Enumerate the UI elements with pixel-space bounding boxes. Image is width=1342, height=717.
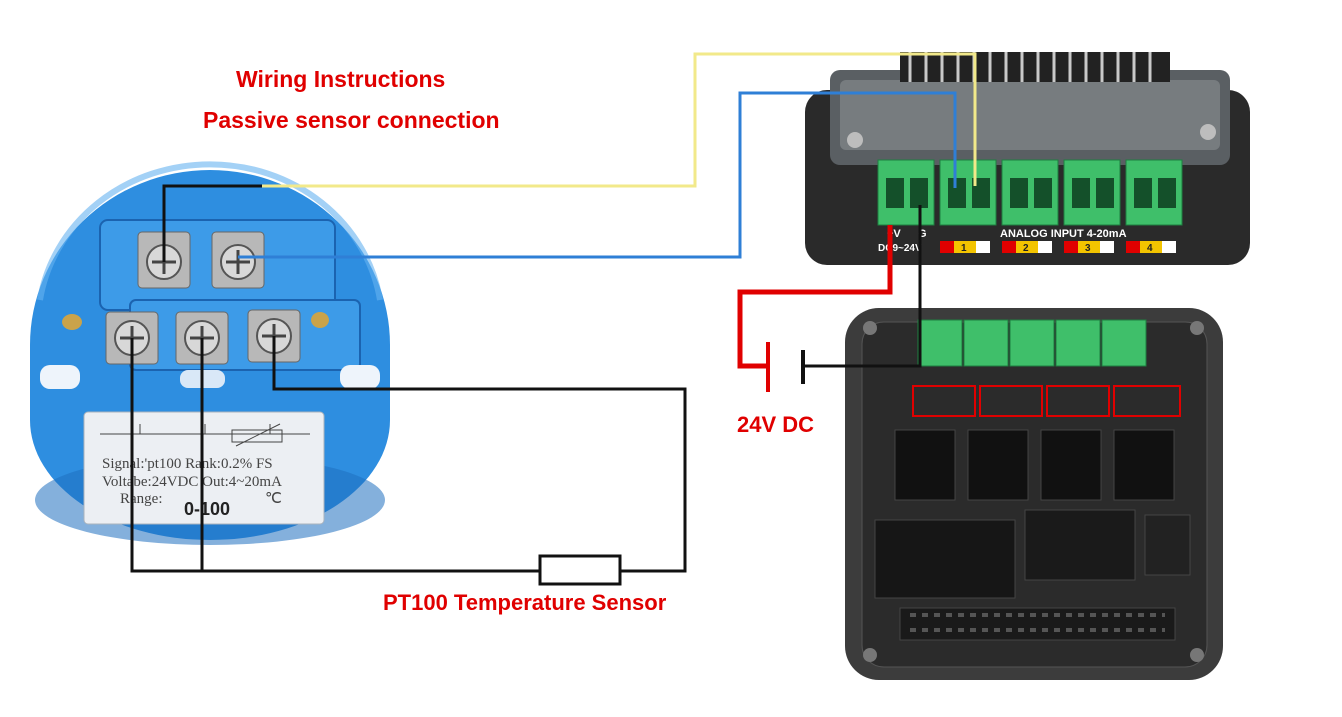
analog-input-module: +V G ANALOG INPUT 4-20mA DC9~24V 1 2 3 4 xyxy=(805,52,1250,265)
yellow-wire xyxy=(260,52,977,188)
temperature-transmitter: Signal:'pt100 Rank:0.2% FS Voltabe:24VDC… xyxy=(30,161,390,545)
controller-board xyxy=(845,308,1223,680)
sensor-wire-left xyxy=(130,338,540,573)
black-wire-gnd xyxy=(803,205,922,368)
pt100-resistor xyxy=(538,554,622,586)
channel-terminal-block-4 xyxy=(1125,159,1183,226)
channel-2-label: 2 xyxy=(1023,243,1029,254)
analog-input-label: ANALOG INPUT 4-20mA xyxy=(1000,228,1127,240)
channel-terminal-block-3 xyxy=(1063,159,1121,226)
terminal-screw-minus xyxy=(211,231,265,289)
channel-terminal-block-1 xyxy=(939,159,997,226)
black-wire-plus xyxy=(162,184,262,262)
header-pins xyxy=(900,52,1170,82)
channel-4-label: 4 xyxy=(1147,243,1153,254)
sensor-label: PT100 Temperature Sensor xyxy=(383,590,667,615)
channel-3-label: 3 xyxy=(1085,243,1091,254)
supply-label: 24V DC xyxy=(737,412,815,437)
diagram-title: Wiring Instructions xyxy=(236,66,446,92)
pwr-gnd-label: G xyxy=(918,228,927,240)
pwr-range-label: DC9~24V xyxy=(878,243,922,254)
spec-range-value: 0-100 xyxy=(184,499,230,519)
spec-signal-text: Signal:'pt100 Rank:0.2% FS xyxy=(102,456,273,472)
spec-range-unit: ℃ xyxy=(265,491,282,507)
blue-wire xyxy=(238,91,957,259)
spec-range-label: Range: xyxy=(120,491,163,507)
sensor-wire-right xyxy=(272,336,687,573)
channel-terminal-block-2 xyxy=(1001,159,1059,226)
diagram-subtitle: Passive sensor connection xyxy=(203,107,500,133)
channel-1-label: 1 xyxy=(961,243,967,254)
spec-voltage-text: Voltabe:24VDC Out:4~20mA xyxy=(102,474,282,490)
power-terminal-block xyxy=(877,159,935,226)
red-wire xyxy=(737,225,893,369)
